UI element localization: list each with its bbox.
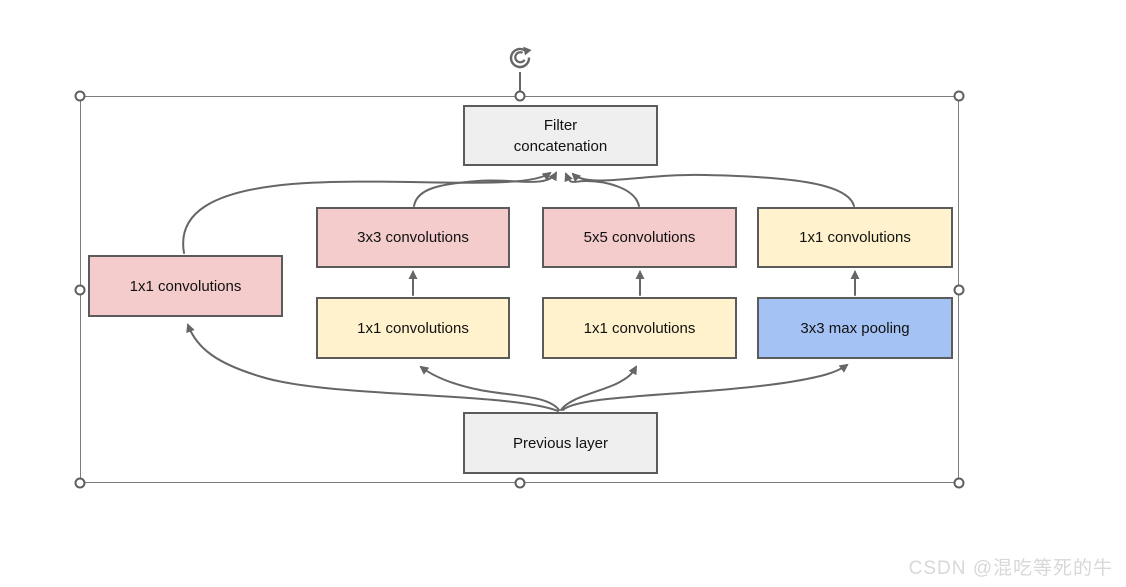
edge-previous-to-conv1x1-bm[interactable] [560,365,637,411]
node-label: 3x3 convolutions [357,229,469,246]
node-label: 5x5 convolutions [583,229,696,246]
selection-handle-bottom-center[interactable] [514,477,526,489]
selection-handle-middle-right[interactable] [953,284,965,296]
selection-handle-top-center[interactable] [514,90,526,102]
watermark: CSDN @混吃等死的牛 [908,558,1113,579]
node-label: Previous layer [512,434,609,452]
node-conv-1x1-bottom-mid[interactable]: 1x1 convolutions [542,297,737,359]
node-label: 3x3 max pooling [800,319,910,337]
edge-conv5x5-to-filter[interactable] [564,172,640,207]
edge-conv3x3-to-filter[interactable] [413,171,557,207]
edge-previous-to-conv1x1-left[interactable] [186,323,559,412]
selection-handle-top-left[interactable] [74,90,86,102]
selection-handle-bottom-right[interactable] [953,477,965,489]
node-conv-1x1-bottom-left[interactable]: 1x1 convolutions [316,297,510,359]
rotate-handle-stem [519,72,521,91]
node-max-pool-3x3[interactable]: 3x3 max pooling [757,297,953,359]
selection-handle-bottom-left[interactable] [74,477,86,489]
node-label: Filter concatenation [513,116,608,155]
selection-handle-middle-left[interactable] [74,284,86,296]
node-label: 1x1 convolutions [357,319,469,337]
node-label: 1x1 convolutions [129,277,242,295]
edge-previous-to-conv1x1-bl[interactable] [419,365,560,411]
node-label: 1x1 convolutions [799,229,911,246]
node-label: 1x1 convolutions [583,319,696,337]
node-conv-1x1-top-right[interactable]: 1x1 convolutions [757,207,953,268]
node-conv-3x3[interactable]: 3x3 convolutions [316,207,510,268]
edge-previous-to-maxpool[interactable] [562,363,849,411]
edge-conv1x1-top-right-to-filter[interactable] [571,172,855,207]
node-previous-layer[interactable]: Previous layer [463,412,658,474]
node-conv-5x5[interactable]: 5x5 convolutions [542,207,737,268]
node-filter-concatenation[interactable]: Filter concatenation [463,105,658,166]
selection-handle-top-right[interactable] [953,90,965,102]
node-conv-1x1-left[interactable]: 1x1 convolutions [88,255,283,317]
rotate-icon[interactable] [506,45,534,73]
